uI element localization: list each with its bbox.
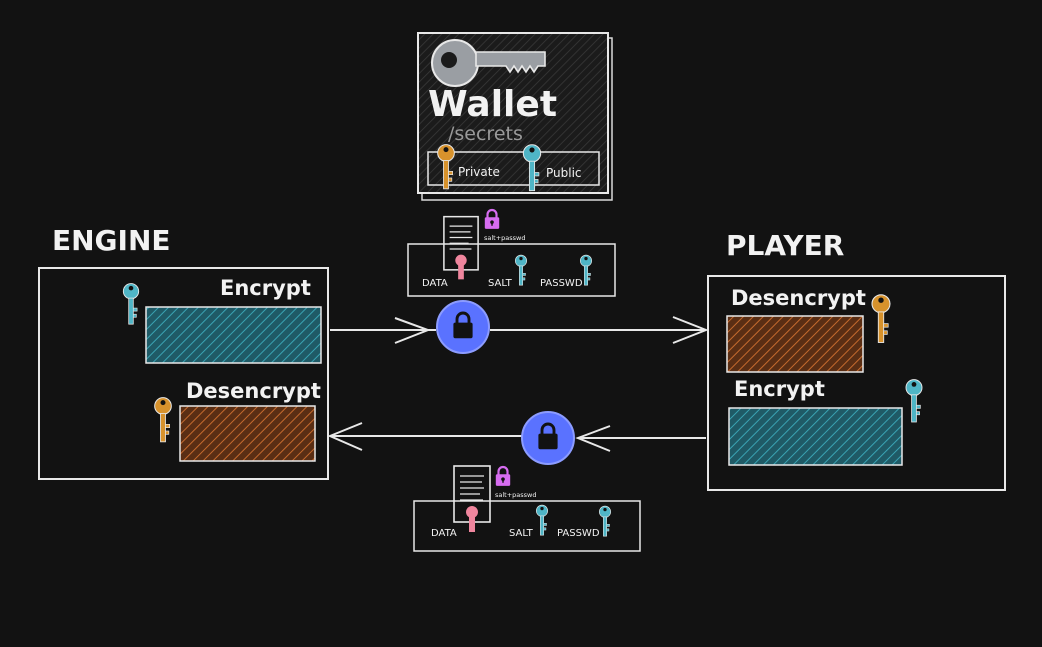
packet-bottom-data-label: DATA xyxy=(431,528,457,539)
player-decrypt-label: Desencrypt xyxy=(731,286,866,310)
engine-decrypt-label: Desencrypt xyxy=(186,379,321,403)
wallet-public-label: Public xyxy=(546,166,582,180)
packet-top-data-label: DATA xyxy=(422,278,448,289)
salt-key-icon xyxy=(535,504,549,536)
player-box: Desencrypt Encrypt xyxy=(707,275,1006,491)
arrow-engine-to-player xyxy=(330,300,709,354)
packet-bottom-passwd-label: PASSWD xyxy=(557,528,600,539)
packet-bottom-box xyxy=(413,500,641,552)
engine-encrypt-key-icon xyxy=(122,282,140,325)
engine-box: Encrypt Desencrypt xyxy=(38,267,329,480)
player-encrypt-label: Encrypt xyxy=(734,377,825,401)
padlock-icon xyxy=(483,208,501,230)
arrow-player-to-engine xyxy=(327,411,706,465)
engine-decrypt-key-icon xyxy=(154,397,172,443)
wallet-subtitle: /secrets xyxy=(448,123,523,145)
wallet-keys-box xyxy=(427,151,600,186)
player-title: PLAYER xyxy=(726,229,844,262)
packet-bottom-lock-caption: salt+passwd xyxy=(495,491,537,499)
engine-title: ENGINE xyxy=(52,224,171,257)
wallet-card: Wallet /secrets Private Public xyxy=(417,32,613,201)
player-encrypt-block xyxy=(728,407,903,466)
packet-top-salt-label: SALT xyxy=(488,278,513,289)
wallet-key-icon xyxy=(431,39,546,87)
packet-top: salt+passwd DATA SALT PASSWD xyxy=(407,208,616,297)
packet-bottom: salt+passwd DATA SALT PASSWD xyxy=(413,465,641,552)
player-decrypt-block xyxy=(726,315,864,373)
packet-bottom-salt-label: SALT xyxy=(509,528,534,539)
wallet-title: Wallet xyxy=(428,84,557,125)
salt-key-icon xyxy=(514,254,528,286)
player-decrypt-key-icon xyxy=(871,294,891,344)
document-icon xyxy=(443,215,479,281)
engine-encrypt-label: Encrypt xyxy=(220,276,311,300)
engine-encrypt-block xyxy=(145,306,322,364)
padlock-icon xyxy=(494,465,512,487)
packet-top-passwd-label: PASSWD xyxy=(540,278,583,289)
packet-top-lock-caption: salt+passwd xyxy=(484,234,526,242)
wallet-private-label: Private xyxy=(458,165,500,179)
passwd-key-icon xyxy=(598,505,612,537)
engine-decrypt-block xyxy=(179,405,316,462)
player-encrypt-key-icon xyxy=(905,379,923,423)
packet-top-box xyxy=(407,243,616,297)
document-icon xyxy=(453,465,491,533)
